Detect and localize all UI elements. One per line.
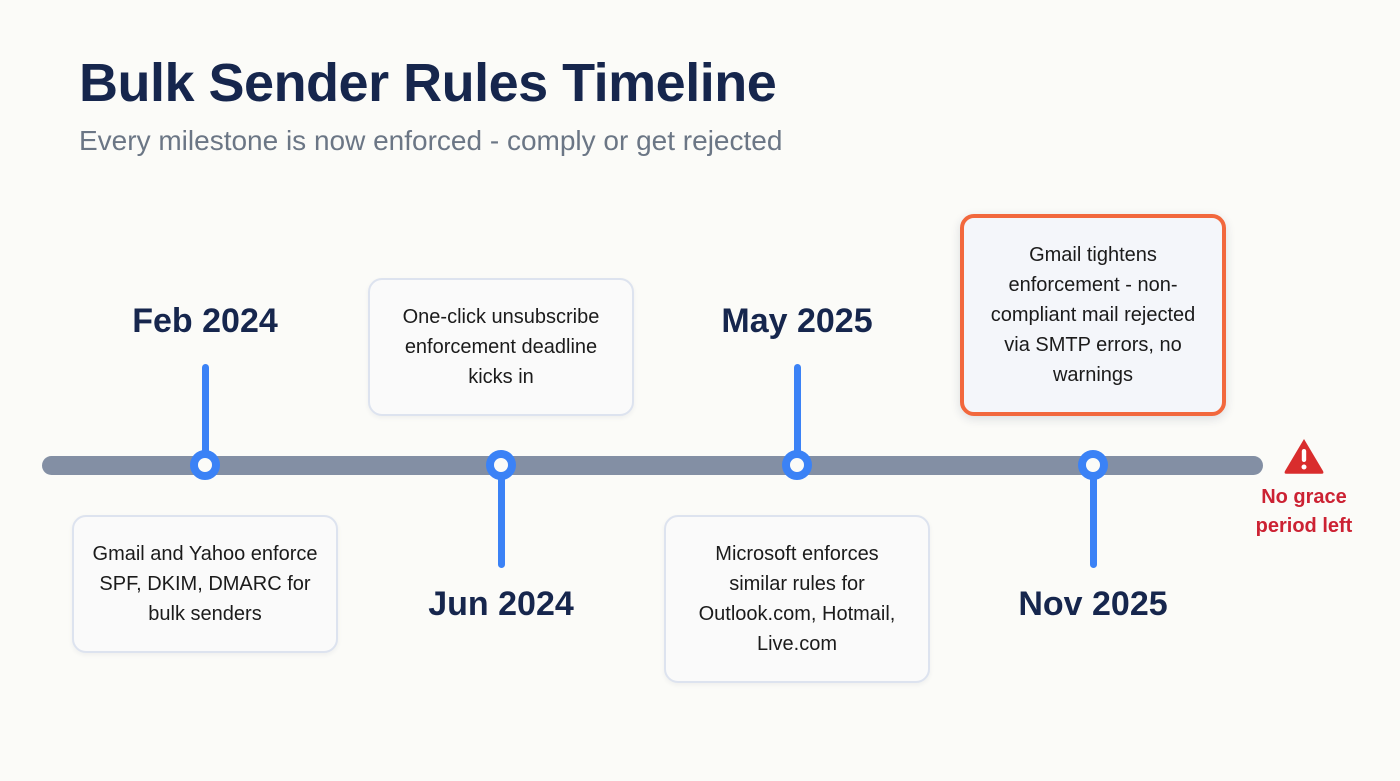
connector-stem [1090,466,1097,568]
connector-stem [202,364,209,466]
milestone-card[interactable]: One-click unsubscribe enforcement deadli… [368,278,634,416]
timeline-node-icon[interactable] [190,450,220,480]
page-subtitle: Every milestone is now enforced - comply… [79,125,783,156]
warning-text-line2: period left [1255,515,1353,537]
milestone-card-highlighted[interactable]: Gmail tightens enforcement - non-complia… [960,214,1226,416]
warning-text-line1: No grace [1261,486,1347,508]
milestone-card[interactable]: Gmail and Yahoo enforce SPF, DKIM, DMARC… [72,515,338,653]
warning-cluster: No grace period left [1238,437,1370,541]
timeline-axis-bar [42,456,1263,475]
page-title: Bulk Sender Rules Timeline [79,53,777,113]
milestone-date-label: Jun 2024 [428,585,574,623]
milestone-date-label: May 2025 [721,302,873,340]
timeline-node-icon[interactable] [782,450,812,480]
milestone-card[interactable]: Microsoft enforces similar rules for Out… [664,515,930,683]
warning-triangle-icon [1284,439,1324,474]
connector-stem [794,364,801,466]
milestone-date-label: Nov 2025 [1018,585,1168,623]
connector-stem [498,466,505,568]
header: Bulk Sender Rules Timeline Every milesto… [79,52,1179,160]
timeline-node-icon[interactable] [1078,450,1108,480]
timeline-node-icon[interactable] [486,450,516,480]
milestone-date-label: Feb 2024 [132,302,278,340]
warning-text: No grace period left [1238,483,1370,541]
